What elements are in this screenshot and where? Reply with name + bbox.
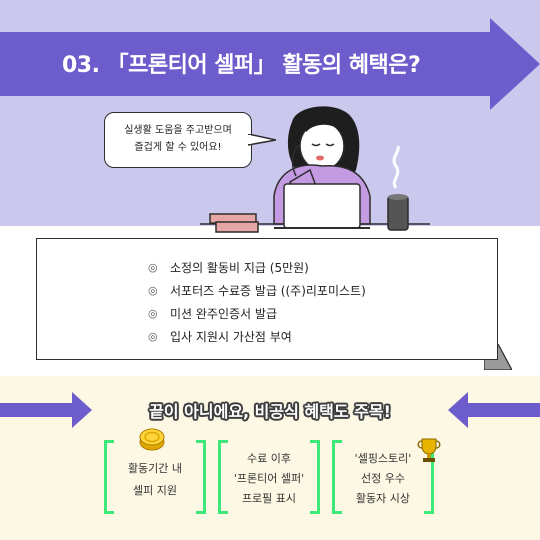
extra-benefit-card: '셀핑스토리' 선정 우수 활동자 시상 [332, 440, 434, 514]
extra-benefit-card: 활동기간 내 셀피 지원 [104, 440, 206, 514]
page-title: 03. 「프론티어 셀퍼」 활동의 혜택은? [62, 53, 421, 78]
student-illustration [200, 106, 430, 233]
coin-icon [139, 428, 165, 451]
extra-benefit-card: 수료 이후 '프론티어 셀퍼' 프로필 표시 [218, 440, 320, 514]
benefit-item: ◎ 입사 지원시 가산점 부여 [148, 325, 366, 348]
benefit-item: ◎ 미션 완주인증서 발급 [148, 302, 366, 325]
bracket-right [196, 440, 206, 514]
bracket-left [218, 440, 228, 514]
title-arrow-banner [0, 18, 540, 110]
benefit-item: ◎ 서포터즈 수료증 발급 ((주)리포미스트) [148, 279, 366, 302]
bullet-icon: ◎ [148, 284, 158, 297]
card-line-1: '셀핑스토리' [354, 452, 412, 465]
bracket-left [104, 440, 114, 514]
left-arrow-icon [448, 392, 540, 428]
benefit-text: 미션 완주인증서 발급 [170, 307, 277, 321]
benefit-item: ◎ 소정의 활동비 지급 (5만원) [148, 256, 366, 279]
speech-line-1: 실생활 도움을 주고받으며 [124, 125, 232, 136]
benefit-text: 소정의 활동비 지급 (5만원) [170, 261, 309, 275]
card-line-2: 셀피 지원 [133, 484, 177, 497]
speech-line-2: 즐겁게 할 수 있어요! [134, 142, 222, 153]
bracket-right [310, 440, 320, 514]
card-line-3: 활동자 시상 [355, 492, 411, 505]
bottom-background [0, 376, 540, 540]
bullet-icon: ◎ [148, 261, 158, 274]
card-line-2: '프론티어 셀퍼' [233, 472, 305, 485]
bullet-icon: ◎ [148, 307, 158, 320]
benefit-text: 입사 지원시 가산점 부여 [170, 330, 292, 344]
extra-benefits-title: 끝이 아니에요, 비공식 혜택도 주목! [149, 402, 391, 421]
bullet-icon: ◎ [148, 330, 158, 343]
trophy-icon [417, 438, 441, 462]
benefit-text: 서포터즈 수료증 발급 ((주)리포미스트) [170, 284, 366, 298]
benefit-box [36, 238, 498, 360]
speech-bubble: 실생활 도움을 주고받으며 즐겁게 할 수 있어요! [104, 112, 252, 168]
card-line-1: 수료 이후 [247, 452, 291, 465]
card-line-1: 활동기간 내 [127, 462, 183, 475]
speech-bubble-tail [248, 134, 276, 146]
card-line-3: 프로필 표시 [241, 492, 297, 505]
benefit-list: ◎ 소정의 활동비 지급 (5만원) ◎ 서포터즈 수료증 발급 ((주)리포미… [148, 256, 366, 348]
right-arrow-icon [0, 392, 92, 428]
card-line-2: 선정 우수 [361, 472, 405, 485]
bracket-left [332, 440, 342, 514]
